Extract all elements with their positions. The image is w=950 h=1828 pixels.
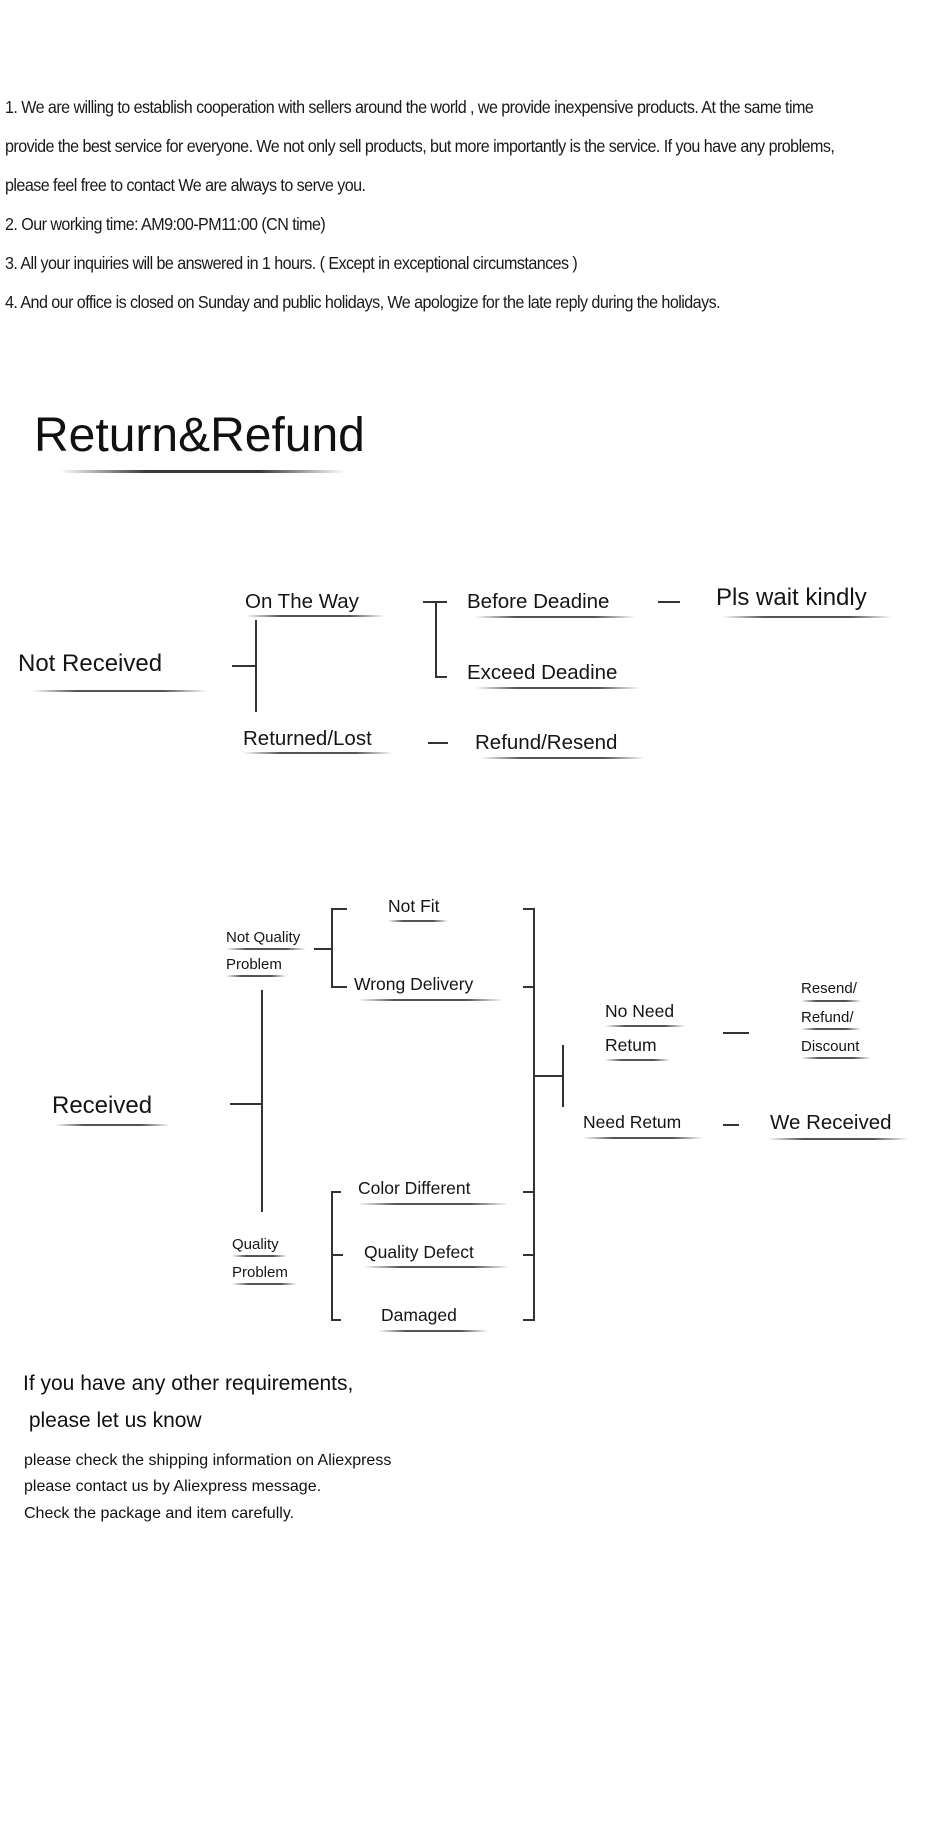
connector [523, 908, 535, 910]
not-fit-label: Not Fit [388, 896, 440, 916]
not-quality-problem-label-2: Problem [226, 956, 282, 973]
connector [723, 1032, 749, 1034]
connector [658, 601, 680, 603]
resend-refund-discount-label-3: Discount [801, 1038, 860, 1055]
connector [331, 1254, 343, 1256]
footer-heading-1: If you have any other requirements, [23, 1372, 354, 1395]
connector [562, 1045, 564, 1107]
underline [475, 616, 635, 618]
connector [523, 986, 535, 988]
connector [523, 1191, 535, 1193]
quality-problem-label-2: Problem [232, 1264, 288, 1281]
underline [475, 687, 640, 689]
no-need-return-label-1: No Need [605, 1001, 675, 1021]
policy-line-3: 3. All your inquiries will be answered i… [5, 253, 578, 273]
connector [230, 1103, 262, 1105]
underline [232, 1255, 287, 1257]
connector [331, 908, 347, 910]
connector [428, 742, 448, 744]
footer-line-3: Check the package and item carefully. [24, 1505, 295, 1522]
policy-line-1: 1. We are willing to establish cooperati… [5, 97, 835, 195]
pls-wait-label: Pls wait kindly [716, 584, 867, 611]
underline [358, 1203, 508, 1205]
connector [523, 1254, 535, 1256]
resend-refund-discount-label-1: Resend/ [801, 980, 857, 997]
page-title: Return&Refund [34, 409, 365, 462]
underline [378, 1330, 488, 1332]
not-quality-problem-label-1: Not Quality [226, 929, 301, 946]
quality-problem-label-1: Quality [232, 1236, 279, 1253]
underline [480, 757, 645, 759]
damaged-label: Damaged [381, 1305, 457, 1325]
connector [435, 676, 447, 678]
we-received-label: We Received [770, 1111, 892, 1134]
underline [801, 1000, 861, 1002]
policy-line-4: 4. And our office is closed on Sunday an… [5, 292, 721, 312]
connector [723, 1124, 739, 1126]
refund-resend-label: Refund/Resend [475, 731, 618, 754]
underline [388, 920, 448, 922]
on-the-way-label: On The Way [245, 590, 359, 613]
connector [261, 990, 263, 1212]
connector [523, 1319, 535, 1321]
need-return-label: Need Retum [583, 1112, 682, 1132]
wrong-delivery-label: Wrong Delivery [354, 974, 474, 994]
underline [358, 999, 503, 1001]
exceed-deadline-label: Exceed Deadine [467, 661, 618, 684]
connector [331, 909, 333, 988]
footer-heading-2: please let us know [23, 1409, 202, 1432]
connector [331, 1319, 341, 1321]
underline [226, 948, 306, 950]
connector [314, 948, 332, 950]
before-deadline-label: Before Deadine [467, 590, 610, 613]
underline [768, 1138, 908, 1140]
resend-refund-discount-label-2: Refund/ [801, 1009, 854, 1026]
footer-line-1: please check the shipping information on… [24, 1452, 392, 1469]
policy-text: 1. We are willing to establish cooperati… [5, 88, 865, 322]
underline [605, 1025, 685, 1027]
title-underline [60, 470, 345, 473]
underline [232, 1283, 297, 1285]
no-need-return-label-2: Retum [605, 1035, 657, 1055]
underline [605, 1059, 670, 1061]
underline [364, 1266, 509, 1268]
underline [583, 1137, 703, 1139]
connector [533, 1075, 563, 1077]
underline [243, 752, 393, 754]
not-received-label: Not Received [18, 650, 163, 677]
underline [55, 1124, 170, 1126]
underline [801, 1057, 871, 1059]
connector [232, 665, 256, 667]
underline [226, 975, 286, 977]
underline [722, 616, 892, 618]
policy-line-2: 2. Our working time: AM9:00-PM11:00 (CN … [5, 214, 326, 234]
underline [32, 690, 207, 692]
received-label: Received [52, 1092, 153, 1119]
footer-line-2: please contact us by Aliexpress message. [24, 1478, 322, 1495]
connector [331, 986, 347, 988]
underline [245, 615, 385, 617]
connector [255, 620, 257, 712]
connector [331, 1191, 341, 1193]
returned-lost-label: Returned/Lost [243, 727, 372, 750]
connector [435, 601, 437, 677]
quality-defect-label: Quality Defect [364, 1242, 474, 1262]
color-different-label: Color Different [358, 1178, 471, 1198]
connector [533, 908, 535, 1321]
underline [801, 1028, 861, 1030]
